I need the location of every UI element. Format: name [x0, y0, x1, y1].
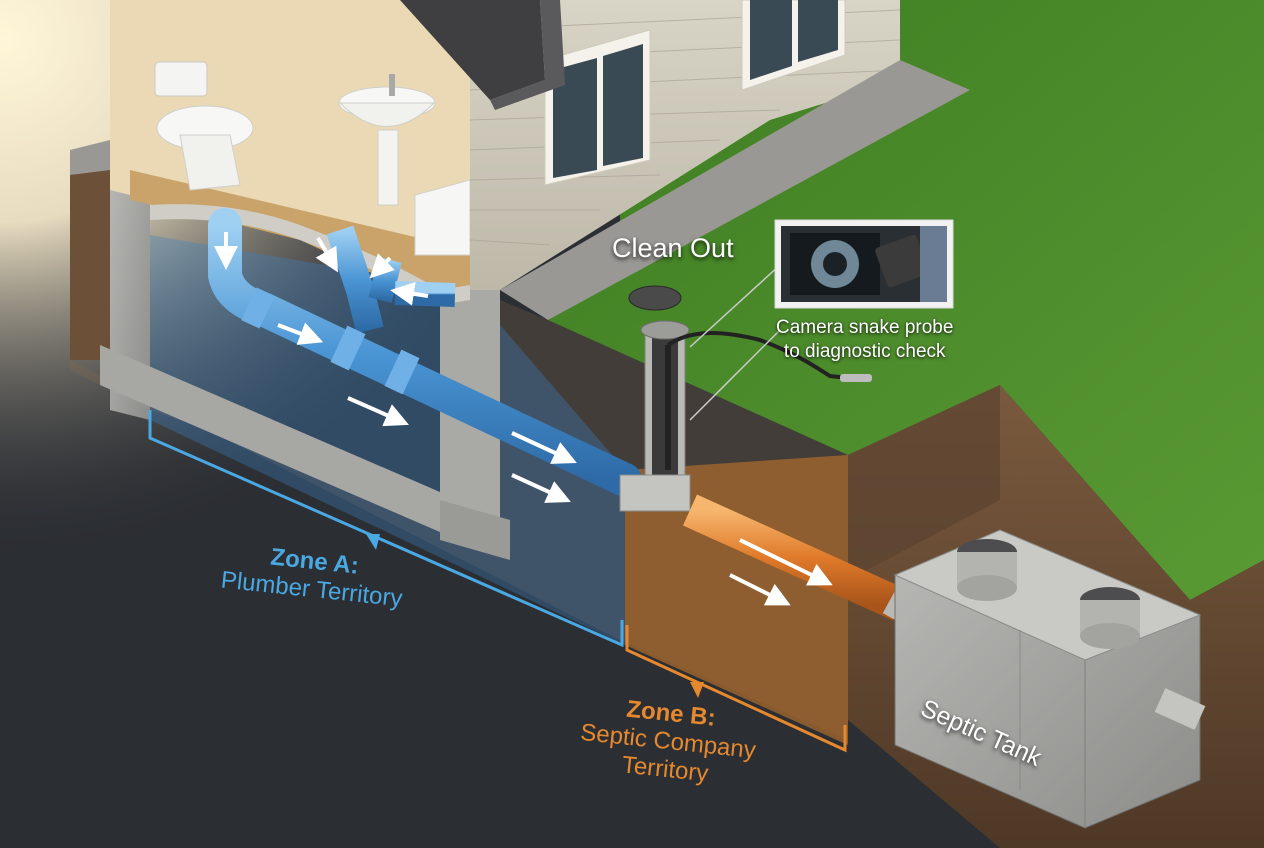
gravel-strip: [500, 60, 970, 320]
foundation-left-wall: [110, 150, 150, 420]
basement-slab: [100, 345, 470, 545]
pit-back-wall: [848, 385, 1000, 580]
zone-b-bracket: [625, 625, 847, 753]
foundation-footing: [440, 500, 510, 560]
camera-cable: [666, 331, 869, 382]
clean-out-callout-line: [689, 264, 781, 348]
clean-out-label: Clean Out: [612, 233, 734, 263]
window-left: [544, 29, 651, 186]
toilet: [154, 61, 254, 191]
soil-left-edge: [70, 150, 110, 360]
camera-label-line2: to diagnostic check: [783, 341, 946, 362]
zone-a-bracket: [148, 410, 624, 648]
camera-probe-tip: [840, 374, 872, 382]
camera-label-line1: Camera snake probe: [776, 317, 954, 338]
sink: [338, 74, 436, 206]
roof: [400, 0, 545, 100]
roof-gutter: [490, 0, 565, 110]
flow-arrows-zone-b: [729, 538, 833, 606]
camera-monitor-inset: [774, 219, 954, 309]
gravel-left: [70, 140, 110, 175]
flow-arrows-zone-a: [214, 232, 577, 503]
camera-probe-label: Camera snake probe to diagnostic check: [776, 316, 953, 364]
window-right: [741, 0, 846, 91]
zone-b-soil: [625, 455, 848, 745]
camera-callout-line: [689, 329, 781, 421]
septic-tank: [893, 529, 1206, 829]
